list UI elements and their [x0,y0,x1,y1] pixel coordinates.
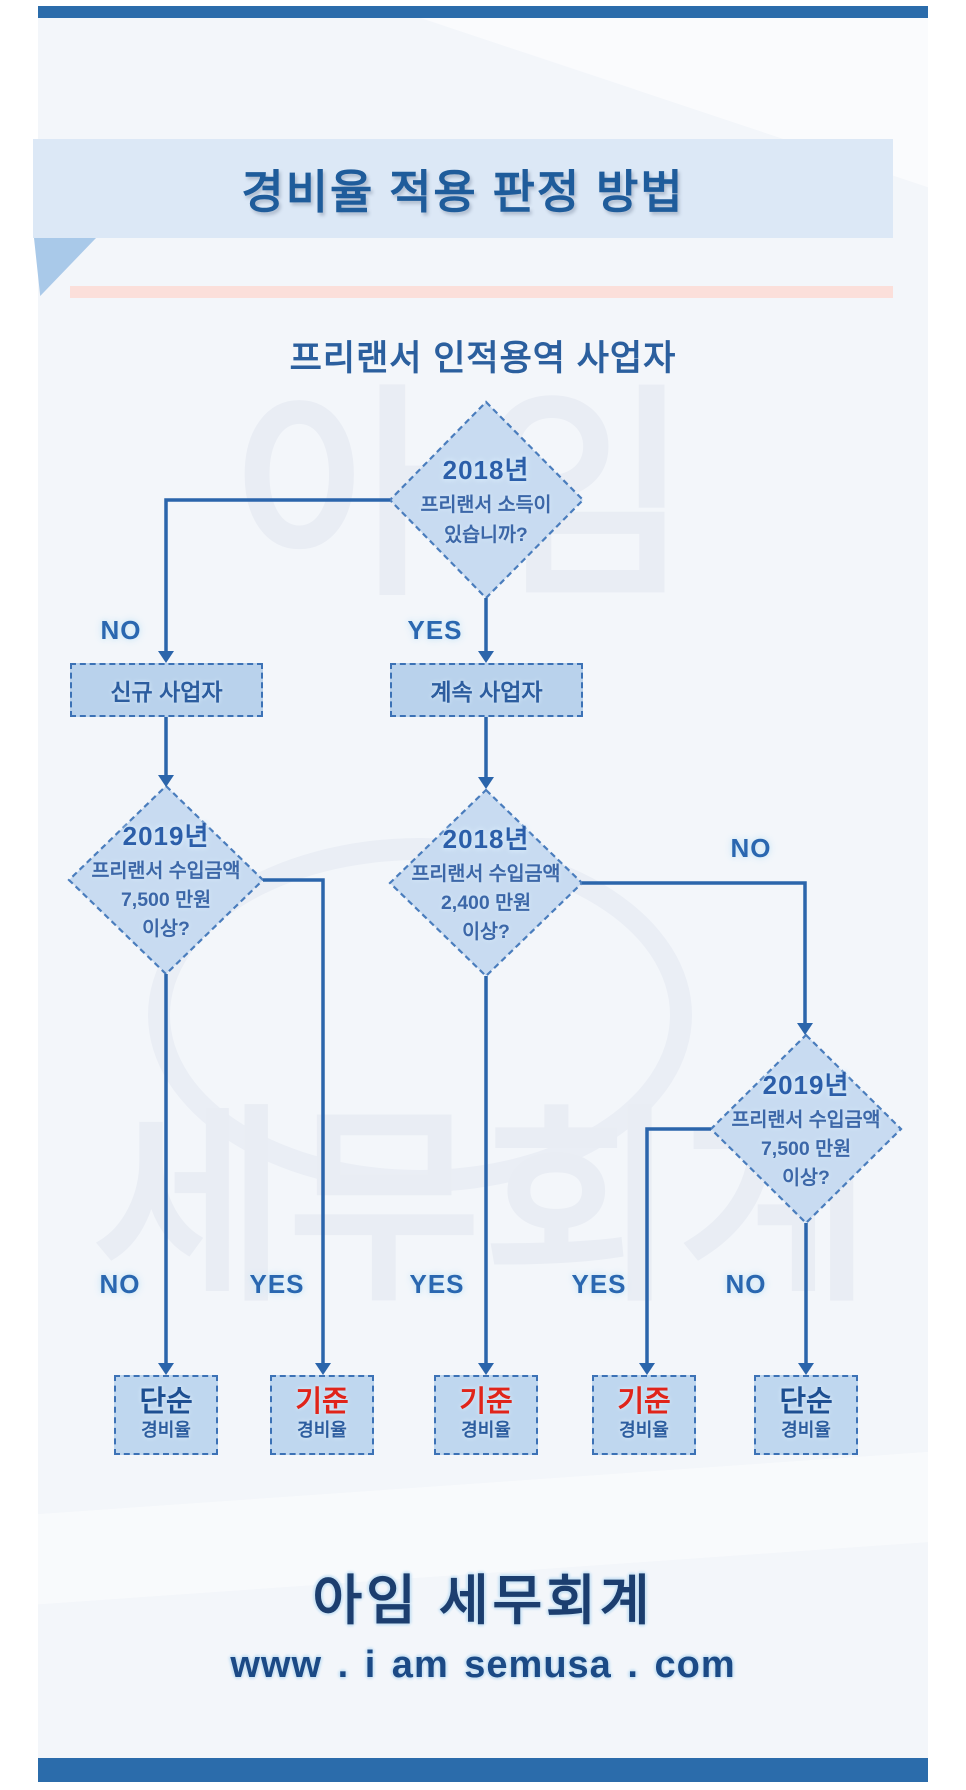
result-subtitle: 경비율 [297,1420,347,1441]
result-box-simple-1: 단순 경비율 [114,1375,218,1455]
decision-year: 2018년 [442,823,530,854]
result-title: 기준 [617,1386,671,1419]
branch-label-yes-4: YES [571,1269,627,1299]
result-title: 단순 [779,1386,833,1419]
result-subtitle: 경비율 [461,1420,511,1441]
decision-line: 2,400 만원 [440,891,532,914]
decision-year: 2018년 [442,455,530,486]
decision-2018-income-exists: 2018년 프리랜서 소득이 있습니까? [391,410,581,590]
result-box-standard-3: 기준 경비율 [434,1375,538,1455]
branch-label-yes-3: YES [409,1269,465,1299]
branch-label-yes-2: YES [249,1269,305,1299]
title-banner: 경비율 적용 판정 방법 [33,139,893,238]
top-accent-bar [38,6,928,18]
decision-line: 프리랜서 소득이 [420,494,552,517]
decision-cont-2019-revenue: 2019년 프리랜서 수입금액 7,500 만원 이상? [711,1043,901,1215]
branch-label-no-1: NO [100,615,142,645]
decision-line: 이상? [142,918,190,941]
accent-underline [70,286,893,298]
result-box-standard-2: 기준 경비율 [270,1375,374,1455]
decision-new-2019-revenue: 2019년 프리랜서 수입금액 7,500 만원 이상? [71,794,261,966]
branch-label-no-3: NO [99,1269,141,1299]
page-title: 경비율 적용 판정 방법 [241,165,685,218]
result-title: 기준 [459,1386,513,1419]
bottom-accent-bar [38,1758,928,1782]
result-box-simple-5: 단순 경비율 [754,1375,858,1455]
decision-line: 프리랜서 수입금액 [411,862,561,885]
decision-line: 7,500 만원 [120,888,212,911]
result-subtitle: 경비율 [619,1420,669,1441]
decision-line: 이상? [782,1167,830,1190]
decision-year: 2019년 [122,820,210,851]
process-continuing-business: 계속 사업자 [390,663,583,717]
decision-line: 프리랜서 수입금액 [731,1108,881,1131]
branch-label-yes-1: YES [407,615,463,645]
footer-website: www . i am semusa . com [230,1644,736,1686]
decision-line: 7,500 만원 [760,1137,852,1160]
decision-line: 있습니까? [444,523,528,546]
result-title: 기준 [295,1386,349,1419]
branch-label-no-4: NO [725,1269,767,1299]
decision-line: 프리랜서 수입금액 [91,859,241,882]
process-new-business: 신규 사업자 [70,663,263,717]
result-title: 단순 [139,1386,193,1419]
decision-line: 이상? [462,921,510,944]
branch-label-no-2: NO [730,833,772,863]
result-subtitle: 경비율 [781,1420,831,1441]
subtitle: 프리랜서 인적용역 사업자 [289,339,677,378]
result-subtitle: 경비율 [141,1420,191,1441]
result-box-standard-4: 기준 경비율 [592,1375,696,1455]
decision-cont-2018-revenue: 2018년 프리랜서 수입금액 2,400 만원 이상? [391,797,581,969]
footer-brand: 아임 세무회계 [312,1571,654,1631]
decision-year: 2019년 [762,1069,850,1100]
